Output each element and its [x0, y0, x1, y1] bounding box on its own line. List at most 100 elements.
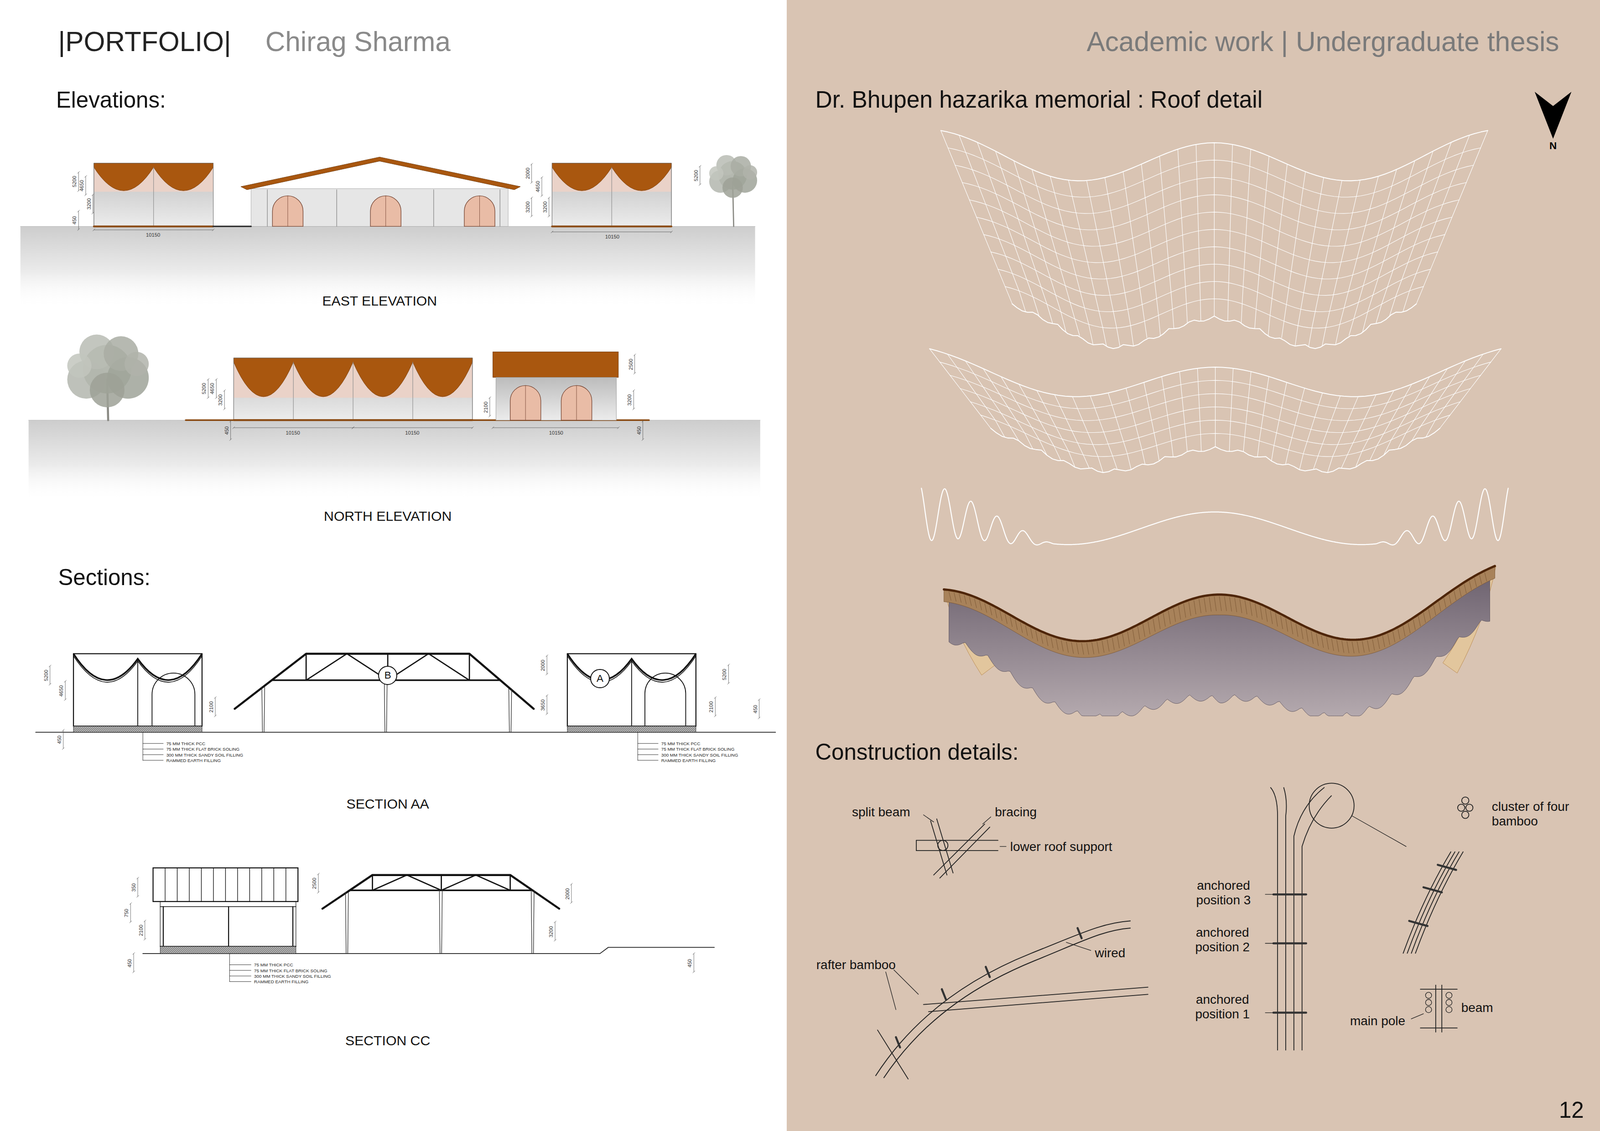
wall-line [160, 901, 161, 947]
detail-circle [1309, 783, 1354, 828]
roof-mesh-line [1416, 130, 1488, 304]
dimension-line [230, 421, 231, 440]
leader-line [142, 748, 164, 750]
bamboo-texture [1091, 642, 1094, 655]
leader-line [982, 816, 991, 825]
dimension-text: 2500 [627, 358, 634, 370]
roof-mesh-line [1243, 371, 1252, 452]
dimension-line [207, 379, 209, 398]
roof-mesh-line [1281, 171, 1306, 338]
roof-mesh-line [1227, 144, 1233, 322]
bamboo-texture [1433, 605, 1436, 616]
building-outline [233, 358, 473, 421]
dimension-line [531, 197, 532, 217]
ground-line [28, 420, 761, 421]
material-note: 75 MM THICK FLAT BRICK SOLING [661, 747, 735, 753]
arched-opening [644, 673, 686, 727]
column-line [266, 189, 268, 227]
tree-canopy [722, 177, 743, 198]
roof-mesh-line [1362, 160, 1415, 333]
dimension-line [642, 421, 644, 440]
bamboo-texture [1142, 624, 1145, 638]
dimension-tick [93, 228, 95, 231]
leader-line [142, 743, 164, 744]
roof-mesh-line [1271, 382, 1288, 461]
dimension-text: 2100 [482, 401, 489, 413]
roof-mesh-line [1369, 384, 1412, 461]
bamboo-texture [1311, 631, 1314, 645]
bamboo-circle [1445, 999, 1452, 1006]
bamboo-texture [1454, 591, 1456, 601]
roof-mesh-line [1032, 169, 1080, 336]
north-label: N [1549, 140, 1557, 152]
bamboo-texture [1321, 635, 1324, 648]
drawing-title: NORTH ELEVATION [323, 508, 452, 525]
dimension-tick [570, 901, 573, 904]
roof-rib [176, 867, 178, 902]
split-beam [916, 840, 998, 842]
bamboo-texture [1188, 602, 1191, 616]
hip-roof [240, 156, 521, 190]
dimension-tick [129, 902, 132, 905]
page-header: Chirag Sharma [265, 25, 451, 58]
wall [551, 163, 672, 227]
dimension-line [693, 953, 695, 972]
bamboo-texture [1050, 637, 1053, 648]
column-line [510, 688, 512, 733]
bamboo-texture [1158, 616, 1160, 629]
roof-mesh-line [1001, 376, 1048, 456]
dimension-line [233, 427, 354, 428]
dimension-text: 2000 [564, 888, 571, 900]
dimension-text: 10150 [285, 429, 301, 436]
bamboo-texture [1081, 643, 1084, 655]
bamboo-texture [1392, 631, 1395, 643]
bamboo-circle [1425, 1006, 1432, 1013]
dimension-text: 3200 [548, 925, 555, 938]
bamboo-texture [1030, 628, 1033, 639]
bamboo-circle [1445, 1006, 1452, 1013]
dimension-line [728, 664, 729, 684]
column-line [386, 680, 387, 733]
post-line [137, 659, 139, 727]
bamboo-circle [1425, 992, 1432, 999]
roof-mesh-line [1389, 142, 1452, 317]
roof-mesh-line [1308, 180, 1342, 347]
roof-mesh-line [1013, 160, 1067, 333]
wall [93, 163, 214, 227]
bamboo-texture [1387, 633, 1390, 645]
bamboo-texture [949, 592, 951, 601]
dimension-tick [91, 212, 94, 214]
split-beam [915, 840, 917, 851]
dimension-line [215, 697, 216, 717]
page-header: |PORTFOLIO| [58, 25, 232, 58]
dimension-line [551, 231, 672, 233]
dimension-tick [491, 426, 494, 429]
roof-rib [164, 867, 166, 902]
section-heading: Sections: [58, 564, 151, 591]
dimension-text: 4650 [58, 685, 65, 697]
leader-line [923, 815, 934, 823]
column-line [347, 892, 349, 954]
main-pole [1283, 787, 1287, 1051]
dimension-text: 10150 [405, 429, 420, 436]
roof-mesh-line [1108, 393, 1132, 470]
bamboo-texture [979, 601, 982, 611]
bamboo-texture [1336, 640, 1339, 653]
dimension-tick [550, 230, 553, 233]
dimension-text: 2500 [311, 877, 318, 890]
tree-canopy [89, 372, 125, 408]
door-line [385, 195, 386, 227]
building-outline [93, 163, 214, 227]
roof-mesh-line [1397, 368, 1448, 450]
callout-circle: B [378, 665, 398, 686]
column-line [499, 189, 501, 227]
roof-mesh-line [1299, 393, 1323, 470]
dimension-text: 3200 [85, 198, 92, 210]
bracing-member [933, 824, 985, 876]
dimension-tick [214, 715, 217, 717]
column-line [412, 362, 413, 421]
dimension-line [546, 655, 548, 675]
material-note: 75 MM THICK FLAT BRICK SOLING [254, 968, 328, 974]
dimension-line [85, 176, 86, 195]
